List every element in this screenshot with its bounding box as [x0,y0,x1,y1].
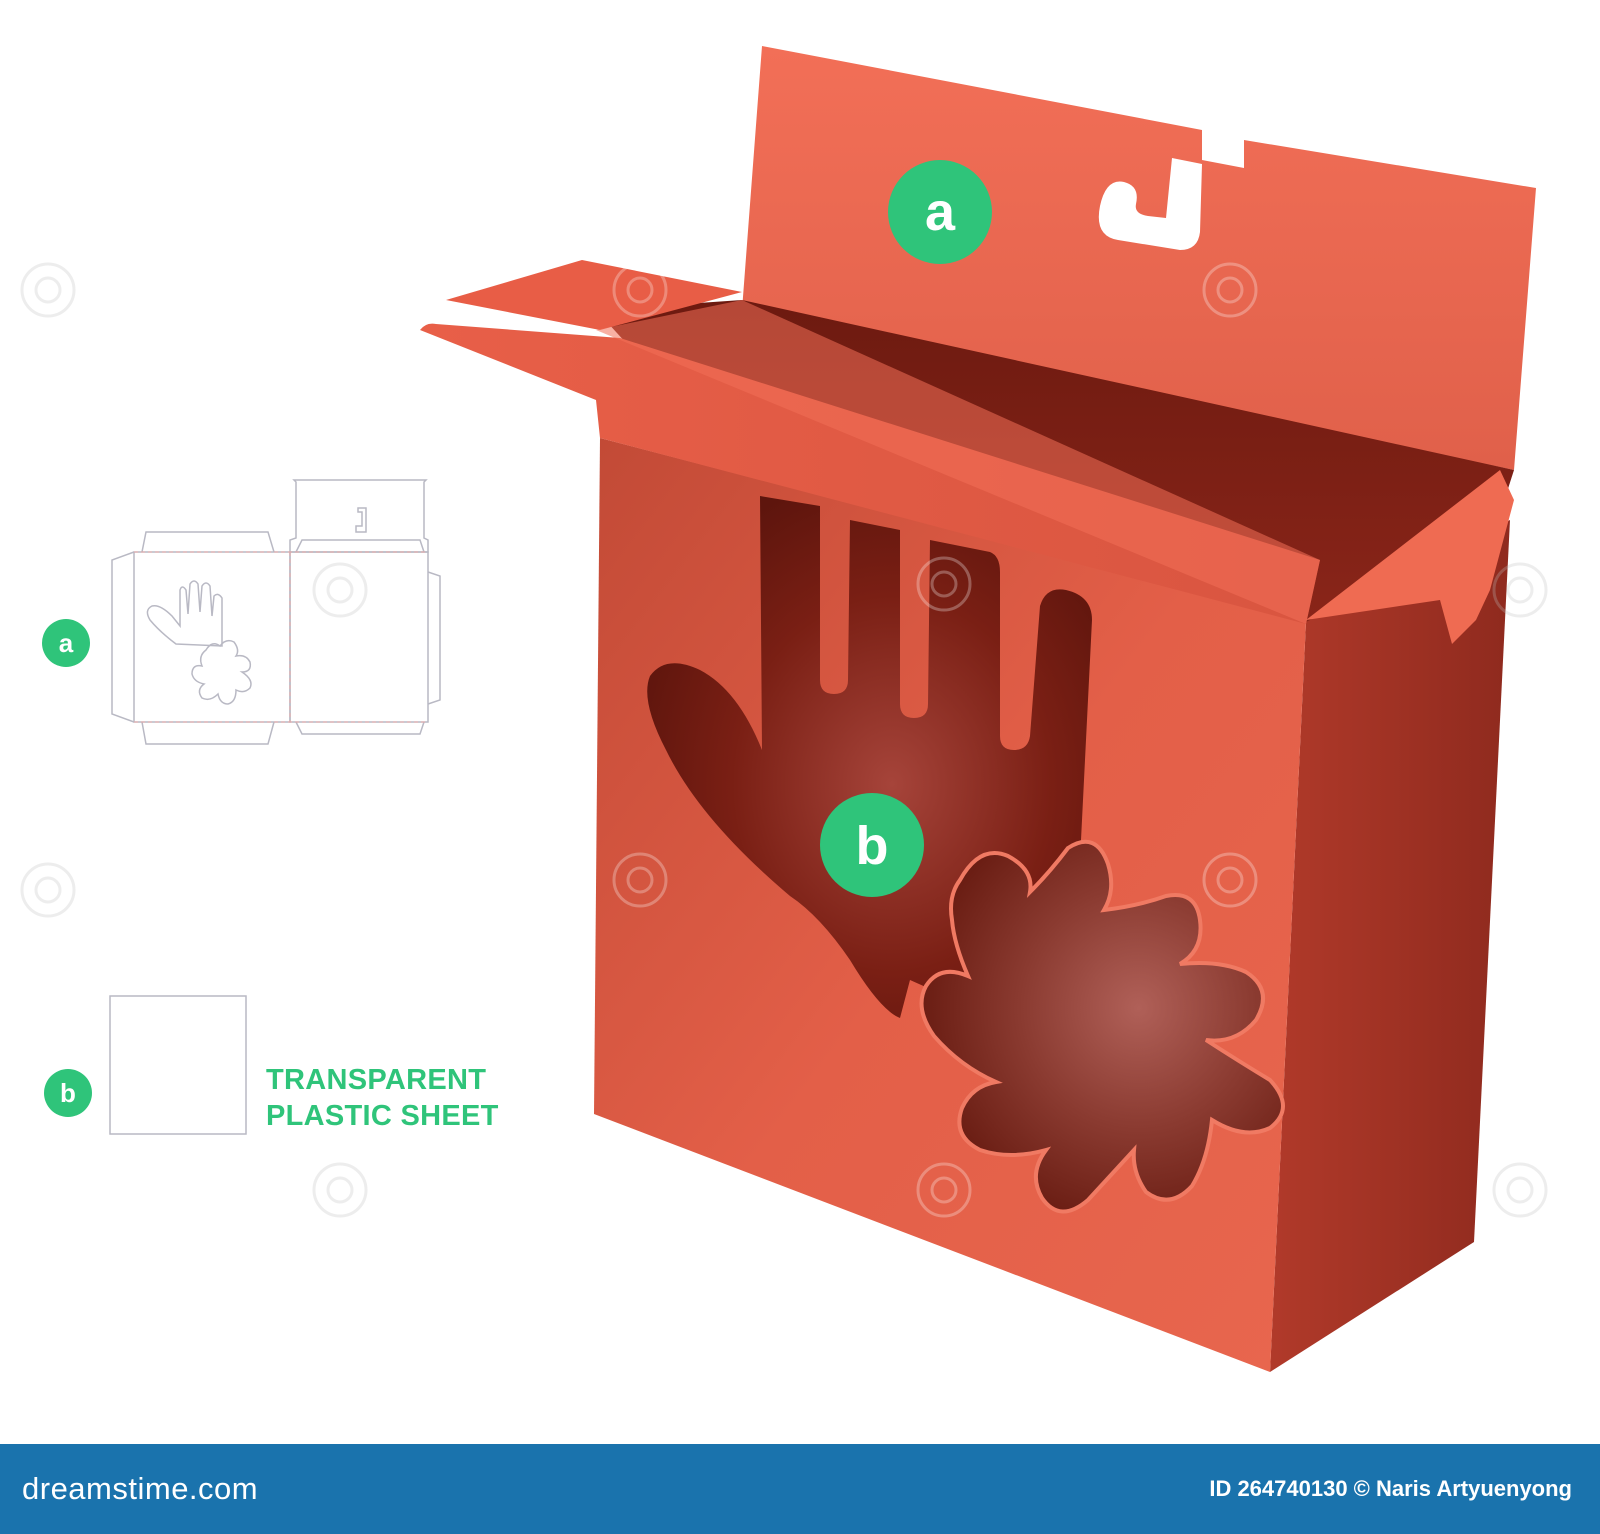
callout-a-text: a [925,182,956,242]
callout-b-badge: b [820,793,924,897]
legend-b-label-line1: TRANSPARENT [266,1064,487,1096]
legend-b-text: b [60,1078,76,1108]
box-top-flaps [420,260,1514,644]
footer-bar: dreamstime.com ID 264740130 © Naris Arty… [0,1444,1600,1534]
hanger-panel [742,46,1536,470]
dieline-fold-lines [134,551,428,723]
box-side [1270,520,1510,1372]
legend-a-badge: a [42,619,90,667]
dieline-flat-template [111,479,441,745]
box-front [594,438,1306,1372]
packaging-diagram: a b a [20,46,1548,1372]
hang-hole-icon [1098,158,1202,250]
legend-b-badge: b [44,1069,92,1117]
legend-a-text: a [59,628,74,658]
splash-window [919,839,1285,1214]
callout-a-badge: a [888,160,992,264]
legend-b-label-line2: PLASTIC SHEET [266,1100,499,1132]
plastic-sheet-square [109,995,247,1135]
legend-b-label: TRANSPARENT PLASTIC SHEET [266,1062,499,1134]
watermarks-light [20,262,1548,1218]
watermarks [612,262,1258,1218]
footer-brand[interactable]: dreamstime.com [22,1471,259,1506]
callout-b-text: b [856,816,889,876]
footer-credit: ID 264740130 © Naris Artyuenyong [1209,1476,1572,1501]
